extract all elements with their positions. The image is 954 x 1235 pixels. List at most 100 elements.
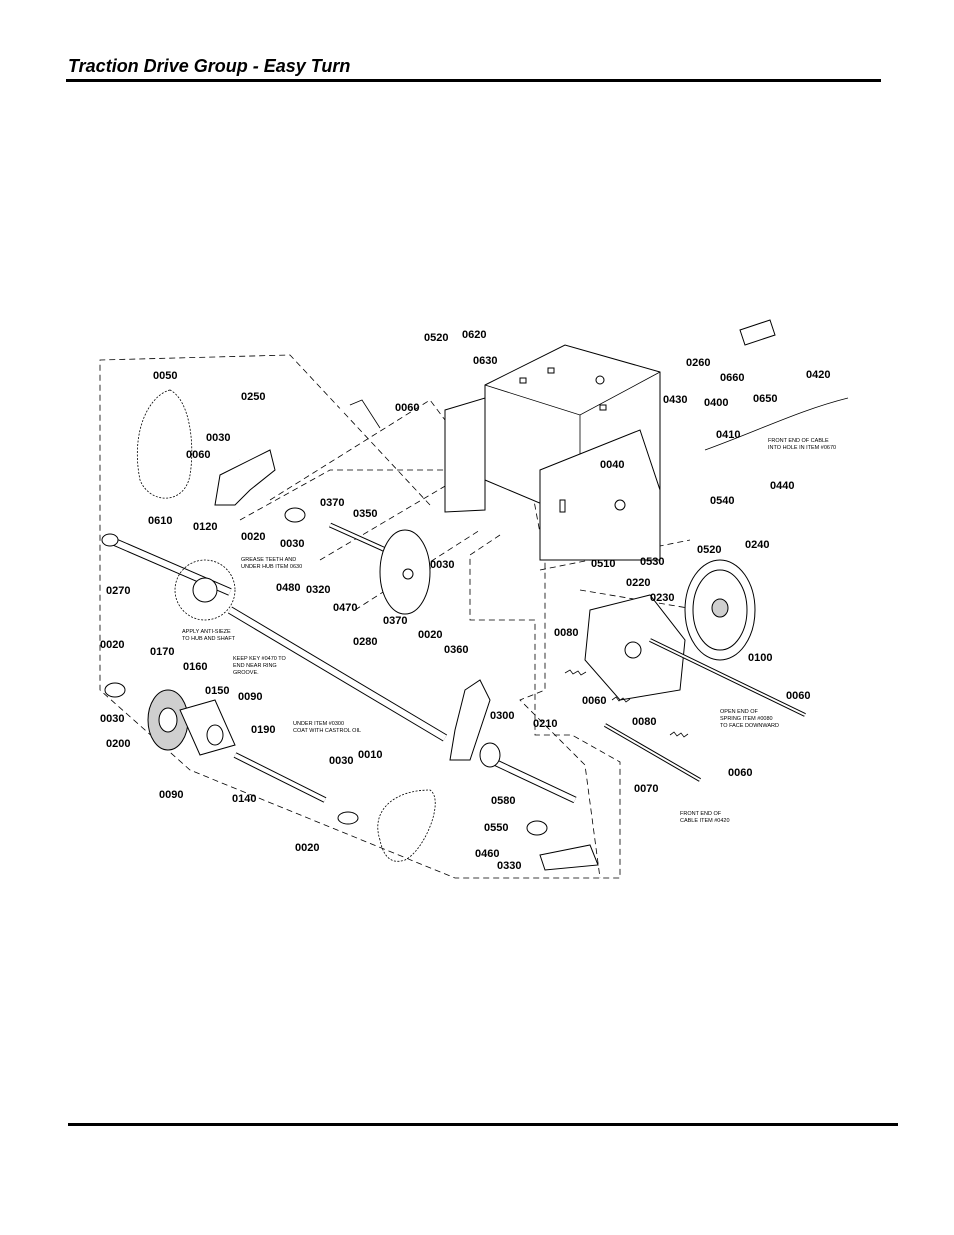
axle-0070 — [603, 723, 702, 782]
callout-label: 0460 — [475, 848, 499, 860]
note-text: TO FACE DOWNWARD — [720, 723, 779, 729]
callout-label: 0060 — [582, 695, 606, 707]
callout-label: 0370 — [320, 497, 344, 509]
spring-0080-upper — [564, 669, 587, 676]
callout-label: 0040 — [600, 459, 624, 471]
page-title: Traction Drive Group - Easy Turn — [68, 56, 351, 76]
note-text: CABLE ITEM #0420 — [680, 818, 730, 824]
callout-label: 0540 — [710, 495, 734, 507]
sprocket-gear — [174, 559, 236, 621]
callout-label: 0650 — [753, 393, 777, 405]
callout-label: 0370 — [383, 615, 407, 627]
callout-label: 0410 — [716, 429, 740, 441]
callout-label: 0020 — [241, 531, 265, 543]
callout-label: 0330 — [497, 860, 521, 872]
shaft-0280 — [227, 606, 448, 742]
callout-label: 0090 — [238, 691, 262, 703]
note-text: TO HUB AND SHAFT — [182, 636, 236, 642]
callout-label: 0320 — [306, 584, 330, 596]
drive-wheel-0240 — [684, 559, 756, 661]
mounting-plate — [584, 594, 686, 701]
callout-label: 0530 — [640, 556, 664, 568]
callout-label: 0580 — [491, 795, 515, 807]
note-text: COAT WITH CASTROL OIL — [293, 728, 361, 734]
callout-label: 0270 — [106, 585, 130, 597]
callout-label: 0620 — [462, 329, 486, 341]
callout-label: 0080 — [554, 627, 578, 639]
callout-label: 0350 — [353, 508, 377, 520]
callout-label: 0200 — [106, 738, 130, 750]
chassis-housing — [444, 344, 661, 561]
callout-label: 0240 — [745, 539, 769, 551]
note-text: KEEP KEY #0470 TO — [233, 656, 287, 662]
callout-label: 0160 — [183, 661, 207, 673]
callout-label: 0060 — [786, 690, 810, 702]
callout-label: 0100 — [748, 652, 772, 664]
callout-label: 0020 — [100, 639, 124, 651]
callout-label: 0080 — [632, 716, 656, 728]
shift-rod-0250 — [214, 399, 381, 506]
link-line-2 — [269, 399, 446, 501]
link-line-1 — [239, 469, 520, 521]
header-rule — [66, 79, 881, 82]
note-text: OPEN END OF — [720, 709, 759, 715]
callout-label: 0030 — [100, 713, 124, 725]
callout-label: 0440 — [770, 480, 794, 492]
chain-0050 — [136, 389, 193, 499]
callout-label: 0060 — [395, 402, 419, 414]
note-text: APPLY ANTI-SIEZE — [182, 629, 231, 635]
callout-label: 0030 — [430, 559, 454, 571]
callout-label: 0510 — [591, 558, 615, 570]
callout-label: 0010 — [358, 749, 382, 761]
assembly-notes: FRONT END OF CABLE INTO HOLE IN ITEM #06… — [182, 438, 836, 824]
callout-label: 0020 — [418, 629, 442, 641]
callout-label: 0480 — [276, 582, 300, 594]
hub-0160 — [104, 682, 236, 756]
callout-label: 0150 — [205, 685, 229, 697]
callout-label: 0610 — [148, 515, 172, 527]
callout-label: 0660 — [720, 372, 744, 384]
lever-0360 — [449, 679, 491, 761]
callout-label: 0050 — [153, 370, 177, 382]
callout-group: 0520 0620 0630 0260 0660 0650 0420 0050 … — [100, 329, 830, 872]
friction-disc-0350 — [284, 507, 432, 615]
callout-label: 0260 — [686, 357, 710, 369]
cable-0420 — [704, 397, 849, 451]
callout-label: 0520 — [424, 332, 448, 344]
control-0660 — [739, 319, 776, 346]
spring-0080-right — [669, 731, 689, 738]
group-outline-left — [99, 354, 621, 879]
shaft-0140 — [233, 752, 359, 825]
callout-label: 0070 — [634, 783, 658, 795]
callout-label: 0250 — [241, 391, 265, 403]
link-line-5 — [539, 539, 691, 571]
callout-label: 0400 — [704, 397, 728, 409]
callout-label: 0090 — [159, 789, 183, 801]
callout-label: 0230 — [650, 592, 674, 604]
axle-0100 — [649, 638, 806, 717]
note-text: UNDER ITEM #0300 — [293, 721, 344, 727]
roller-0300 — [479, 742, 599, 871]
callout-label: 0030 — [329, 755, 353, 767]
callout-label: 0030 — [206, 432, 230, 444]
callout-label: 0470 — [333, 602, 357, 614]
callout-label: 0220 — [626, 577, 650, 589]
callout-label: 0020 — [295, 842, 319, 854]
callout-label: 0190 — [251, 724, 275, 736]
note-text: UNDER HUB ITEM 0630 — [241, 564, 302, 570]
callout-label: 0550 — [484, 822, 508, 834]
callout-label: 0420 — [806, 369, 830, 381]
callout-label: 0430 — [663, 394, 687, 406]
callout-label: 0280 — [353, 636, 377, 648]
note-text: END NEAR RING — [233, 663, 277, 669]
callout-label: 0210 — [533, 718, 557, 730]
note-text: GREASE TEETH AND — [241, 557, 296, 563]
callout-label: 0030 — [280, 538, 304, 550]
callout-label: 0630 — [473, 355, 497, 367]
callout-label: 0140 — [232, 793, 256, 805]
callout-label: 0060 — [728, 767, 752, 779]
callout-label: 0300 — [490, 710, 514, 722]
note-text: FRONT END OF — [680, 811, 722, 817]
